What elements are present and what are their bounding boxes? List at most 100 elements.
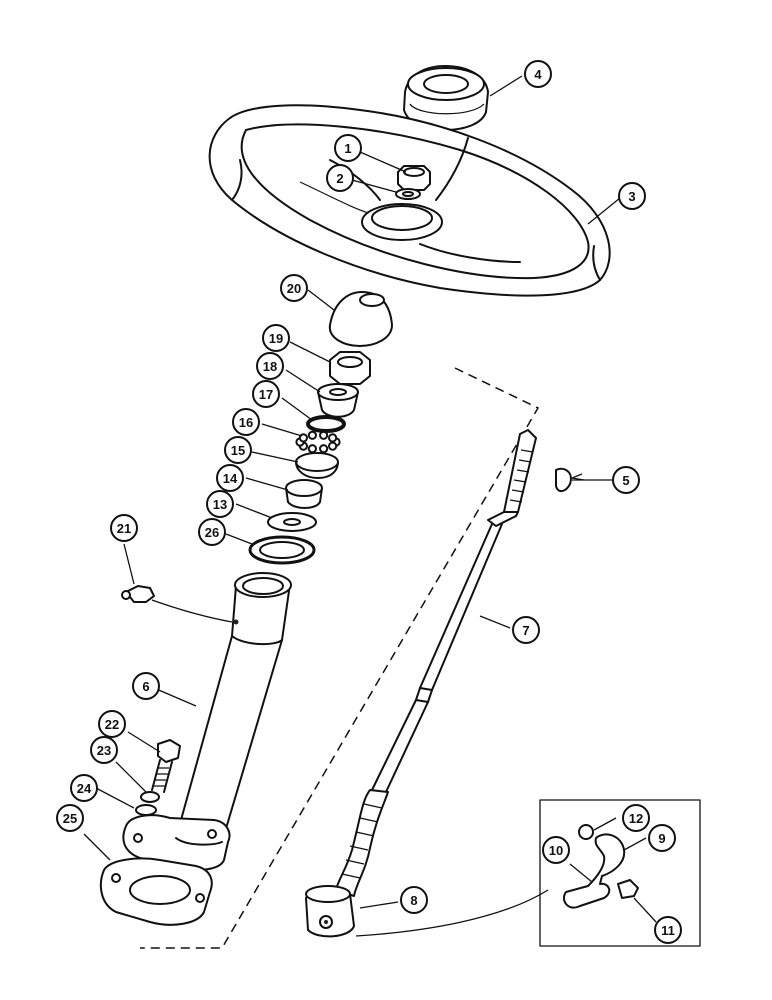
callout-circle [206,490,234,518]
callout-5: 5 [612,466,640,494]
callout-number: 1 [344,141,351,156]
callout-25: 25 [56,804,84,832]
bearing-cup [295,452,339,479]
clip-bolt [617,879,639,899]
callout-number: 20 [287,281,301,296]
flat-washer [135,804,157,816]
callout-11: 11 [654,916,682,944]
callout-9: 9 [648,824,676,852]
callout-number: 12 [629,811,643,826]
column-tube [122,572,292,871]
leader-22 [127,731,161,753]
callout-number: 22 [105,717,119,732]
callout-number: 26 [205,525,219,540]
callout-circle [224,436,252,464]
callout-circle [326,164,354,192]
leader-3 [587,197,621,225]
leader-lines [83,75,657,937]
bearing-ball [319,430,329,440]
bearing-ball [319,444,329,454]
spring-clip [562,833,626,909]
callout-circle [648,824,676,852]
flange-gasket [99,857,213,926]
leader-23 [115,761,147,793]
callout-circle [524,60,552,88]
callout-21: 21 [110,514,138,542]
leader-11 [633,897,657,923]
leader-21 [123,543,135,585]
lock-washer [140,791,160,803]
callout-number: 23 [97,743,111,758]
bearing-cone-upper [317,383,359,418]
steering-wheel [208,104,611,297]
callout-circle [622,804,650,832]
leader-14 [245,477,289,491]
leader-16 [261,423,303,437]
callout-26: 26 [198,518,226,546]
callout-14: 14 [216,464,244,492]
callout-2: 2 [326,164,354,192]
leader-17 [281,397,313,421]
callout-circle [110,514,138,542]
callout-number: 16 [239,415,253,430]
dust-cap [328,291,393,347]
woodruff-key [555,467,572,492]
leader-20 [307,289,335,311]
callout-circle [612,466,640,494]
bearing-ball [307,430,317,440]
leader-8 [359,901,399,909]
detail-inset-frame [539,799,701,947]
o-ring [306,415,346,433]
callout-circle [280,274,308,302]
callout-number: 19 [269,331,283,346]
callout-circle [132,672,160,700]
leader-15 [251,451,299,463]
leader-13 [235,503,273,519]
callout-number: 15 [231,443,245,458]
callout-circle [512,616,540,644]
callout-16: 16 [232,408,260,436]
leader-2 [351,179,397,193]
bearing-ball [307,444,317,454]
leader-21b [151,599,233,623]
arrowhead-5 [569,473,585,481]
bearing-cone-lower [285,479,323,509]
callout-circle [70,774,98,802]
leader-1 [359,151,407,173]
clip-ball [578,824,594,840]
callout-circle [334,134,362,162]
callout-number: 17 [259,387,273,402]
bearing-ball [328,433,338,443]
steering-shaft [335,429,537,897]
callout-1: 1 [334,134,362,162]
leader-10 [569,863,593,883]
leader-inset [355,889,549,937]
leader-26 [225,533,253,545]
callout-7: 7 [512,616,540,644]
callout-13: 13 [206,490,234,518]
thrust-washer [267,512,317,532]
leader-6 [153,687,197,707]
leader-24 [95,787,135,809]
callout-circle [654,916,682,944]
callout-circle [90,736,118,764]
horn-cap [403,65,489,131]
callout-number: 3 [628,189,635,204]
callout-circle [232,408,260,436]
flange-bolt [151,739,181,793]
leader-19 [289,341,331,363]
callout-17: 17 [252,380,280,408]
callout-number: 11 [661,923,675,938]
leader-25 [83,833,111,861]
callout-circle [256,352,284,380]
leader-9 [623,837,647,851]
hub-washer [395,188,421,200]
callout-3: 3 [618,182,646,210]
callout-number: 21 [117,521,131,536]
callout-circle [252,380,280,408]
callout-8: 8 [400,886,428,914]
callout-labels: 1234567891011121314151617181920212223242… [56,60,682,944]
callout-number: 4 [534,67,542,82]
callout-15: 15 [224,436,252,464]
column-seal [248,535,316,565]
